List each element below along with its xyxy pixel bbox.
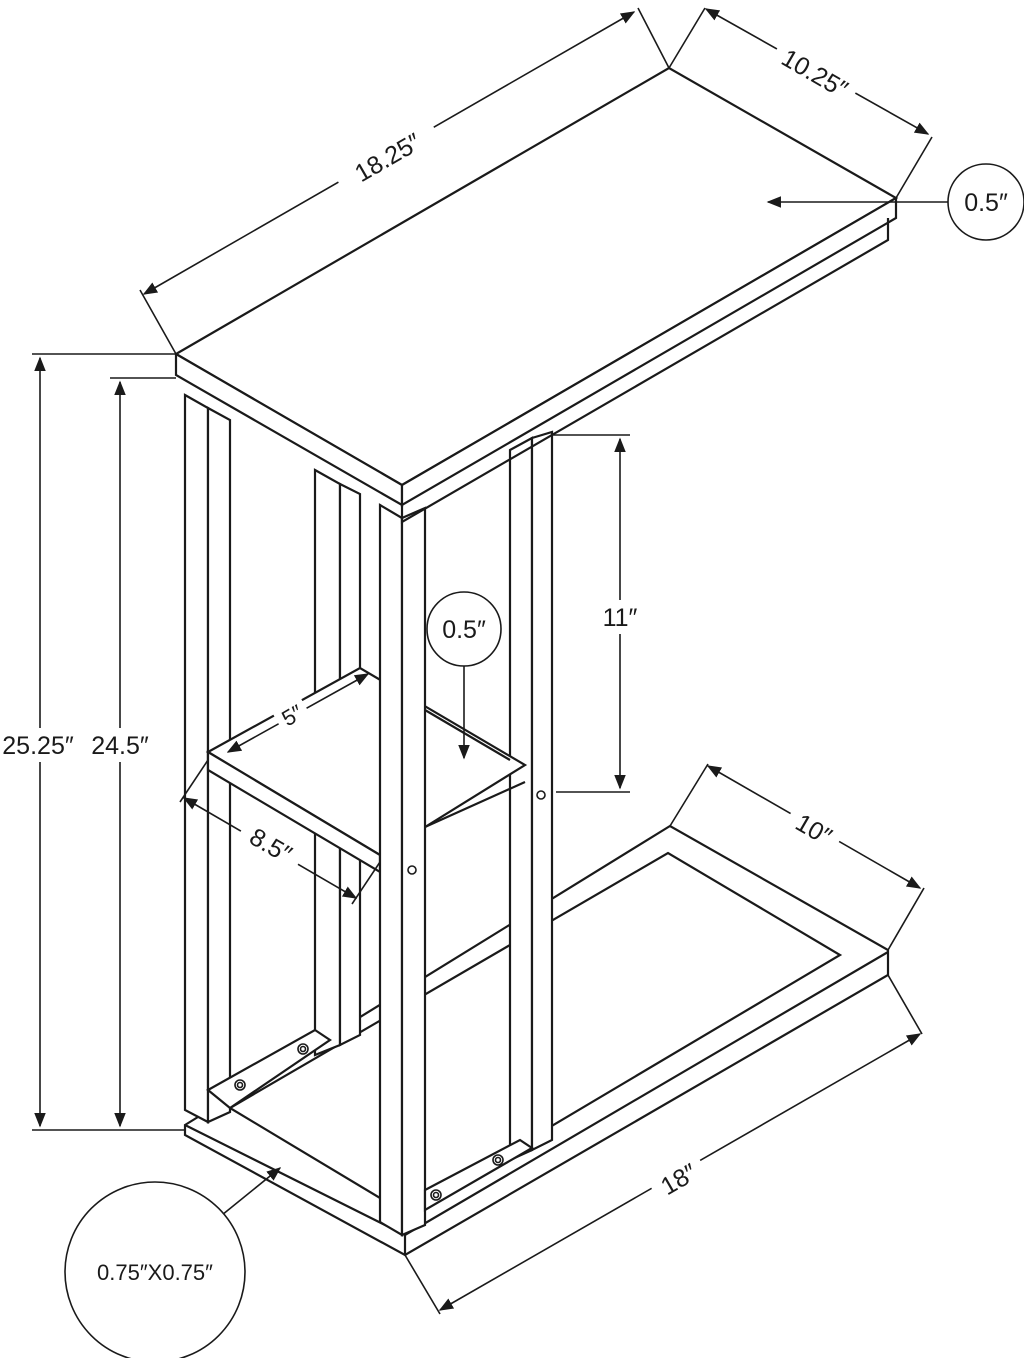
callout-shelf-thickness: 0.5″: [426, 591, 502, 760]
callout-shelf-thickness-label: 0.5″: [442, 616, 486, 644]
callout-tube-size-label: 0.75″X0.75″: [97, 1260, 213, 1285]
right-back-post: [508, 430, 554, 1162]
callout-top-thickness: 0.5″: [766, 163, 1024, 241]
dim-frame-height: 24.5″: [82, 377, 176, 1128]
dim-shelf-depth: 5″: [226, 673, 370, 753]
dim-total-height: 25.25″: [0, 353, 185, 1131]
dim-top-length: 18.25″: [139, 7, 670, 355]
dim-total-height-label: 25.25″: [2, 732, 74, 760]
left-bottom-rail: [206, 1028, 332, 1110]
dim-frame-height-label: 24.5″: [91, 732, 149, 760]
dim-shelf-clearance: 11″: [552, 434, 648, 793]
dim-shelf-clearance-label: 11″: [603, 604, 638, 632]
callout-top-thickness-label: 0.5″: [964, 189, 1008, 217]
callout-tube-size: 0.75″X0.75″: [64, 1167, 282, 1358]
